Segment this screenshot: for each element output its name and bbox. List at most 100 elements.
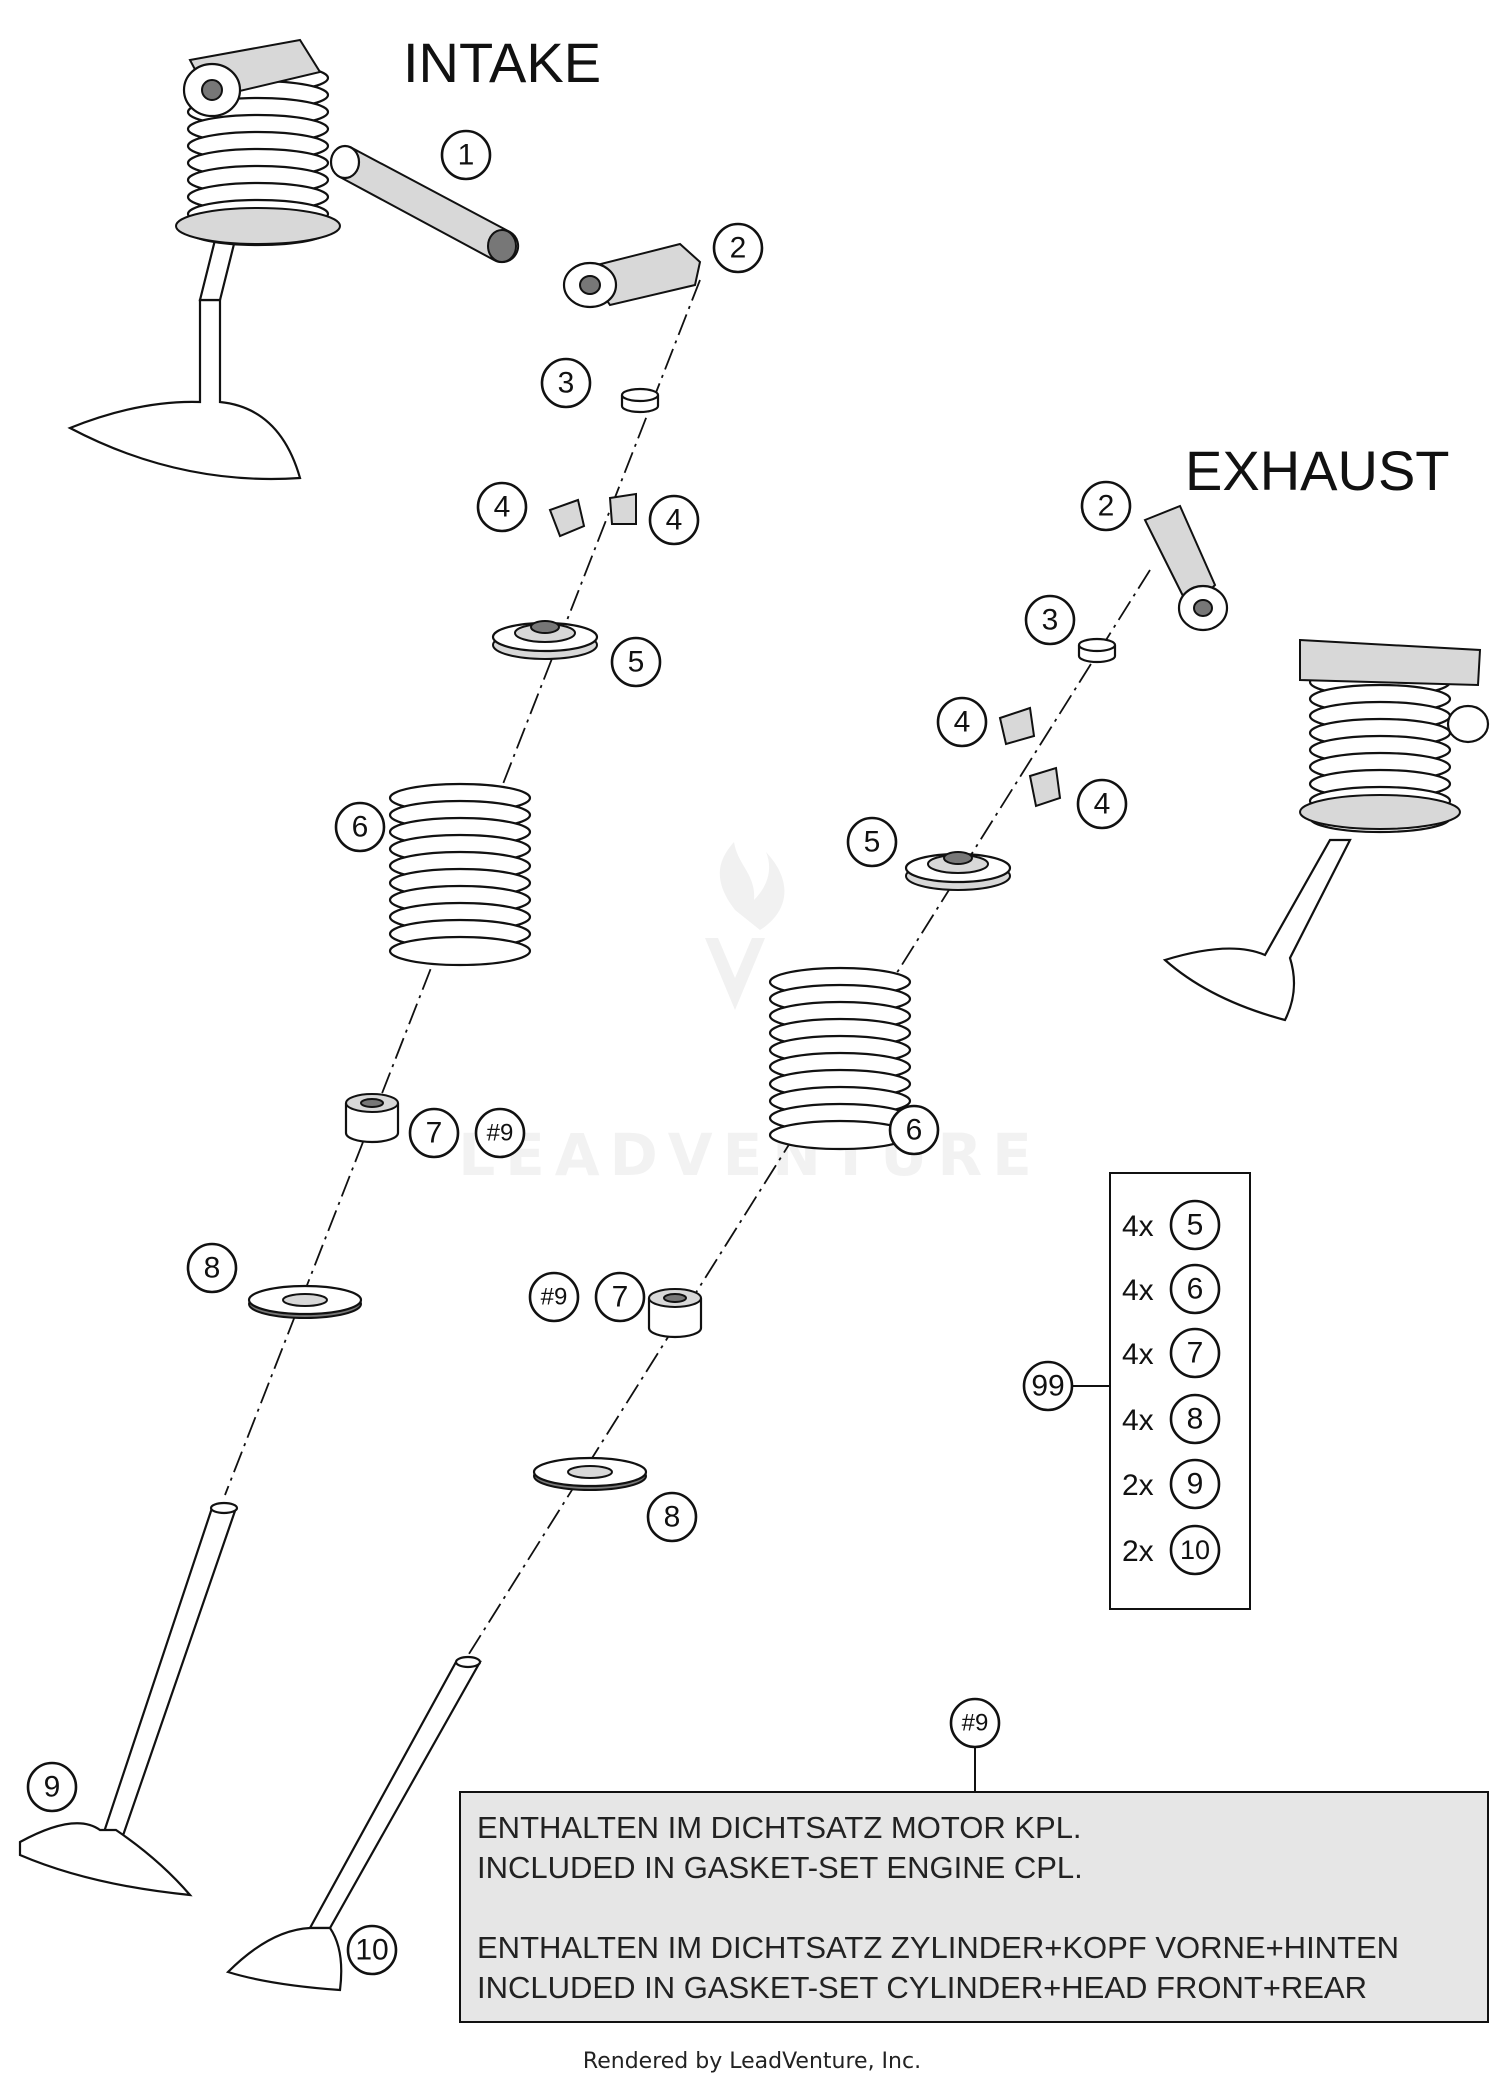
- kit-qty: 2x: [1122, 1535, 1154, 1568]
- intake-valve-spring: [388, 782, 532, 967]
- render-credit: Rendered by LeadVenture, Inc.: [583, 2049, 921, 2074]
- callout-exhaust-9-ref[interactable]: #9: [528, 1271, 580, 1323]
- intake-camshaft-axle: [329, 144, 520, 264]
- intake-cotter-right: [608, 492, 637, 525]
- callout-intake-9-ref[interactable]: #9: [474, 1107, 526, 1159]
- gasket-note-box: [459, 1791, 1489, 2023]
- kit-qty: 4x: [1122, 1404, 1154, 1437]
- exhaust-stem-seal: [647, 1287, 703, 1339]
- svg-text:5: 5: [864, 826, 881, 859]
- kit-qty: 4x: [1122, 1210, 1154, 1243]
- callout-exhaust-3[interactable]: 3: [1024, 594, 1076, 646]
- svg-text:2: 2: [1098, 490, 1115, 523]
- svg-text:4: 4: [954, 706, 971, 739]
- note-line: ENTHALTEN IM DICHTSATZ MOTOR KPL.: [477, 1810, 1082, 1845]
- kit-row: 4x 7: [1122, 1327, 1221, 1379]
- exhaust-title: EXHAUST: [1185, 439, 1450, 502]
- svg-text:4: 4: [1094, 788, 1111, 821]
- kit-part: 10: [1180, 1535, 1210, 1565]
- svg-text:#9: #9: [962, 1710, 989, 1737]
- exhaust-cotter-left: [998, 706, 1036, 746]
- svg-text:8: 8: [204, 1252, 221, 1285]
- exhaust-assembled-valve: [1162, 638, 1490, 1022]
- callout-intake-3[interactable]: 3: [540, 357, 592, 409]
- svg-text:99: 99: [1031, 1370, 1064, 1403]
- exhaust-spring-retainer: [904, 850, 1012, 892]
- kit-row: 4x 5: [1122, 1199, 1221, 1251]
- callout-note-ref[interactable]: #9: [949, 1697, 1001, 1749]
- kit-part: 7: [1187, 1337, 1204, 1370]
- intake-title: INTAKE: [403, 31, 601, 94]
- note-line: INCLUDED IN GASKET-SET ENGINE CPL.: [477, 1850, 1083, 1885]
- intake-valve: [18, 1501, 239, 1897]
- svg-text:4: 4: [494, 491, 511, 524]
- svg-text:6: 6: [352, 811, 369, 844]
- callout-intake-4b[interactable]: 4: [648, 494, 700, 546]
- svg-text:1: 1: [458, 139, 475, 172]
- kit-legend: 99 4x 5 4x 6 4x 7 4x 8 2x 9 2x 10: [1022, 1172, 1251, 1610]
- exhaust-valve-spring: [768, 966, 912, 1151]
- svg-text:4: 4: [666, 504, 683, 537]
- exhaust-rocker-arm: [1143, 504, 1229, 632]
- svg-text:2: 2: [730, 232, 747, 265]
- intake-spring-seat: [247, 1284, 363, 1320]
- exhaust-valve: [225, 1655, 482, 1992]
- note-line: INCLUDED IN GASKET-SET CYLINDER+HEAD FRO…: [477, 1970, 1367, 2005]
- callout-exhaust-4b[interactable]: 4: [1076, 778, 1128, 830]
- svg-text:10: 10: [355, 1934, 388, 1967]
- svg-text:5: 5: [628, 646, 645, 679]
- callout-kit-99[interactable]: 99: [1022, 1360, 1074, 1412]
- svg-text:8: 8: [664, 1501, 681, 1534]
- svg-text:7: 7: [612, 1281, 629, 1314]
- intake-stem-seal: [344, 1092, 400, 1144]
- kit-qty: 4x: [1122, 1338, 1154, 1371]
- callout-intake-4a[interactable]: 4: [476, 481, 528, 533]
- exhaust-cotter-right: [1028, 766, 1062, 808]
- callout-exhaust-5[interactable]: 5: [846, 816, 898, 868]
- kit-part: 9: [1187, 1468, 1204, 1501]
- svg-text:3: 3: [558, 367, 575, 400]
- kit-row: 4x 6: [1122, 1263, 1221, 1315]
- watermark: LEADVENTURE: [458, 842, 1032, 1189]
- callout-exhaust-8[interactable]: 8: [646, 1491, 698, 1543]
- callout-exhaust-6[interactable]: 6: [888, 1104, 940, 1156]
- intake-callouts: 1 2 3 4 4 5 6 7 #9 8 9: [26, 129, 764, 1813]
- callout-intake-9[interactable]: 9: [26, 1761, 78, 1813]
- svg-text:9: 9: [44, 1771, 61, 1804]
- callout-exhaust-10[interactable]: 10: [346, 1924, 398, 1976]
- callout-intake-6[interactable]: 6: [334, 801, 386, 853]
- intake-cotter-left: [548, 498, 586, 538]
- intake-assembly: [18, 38, 702, 1897]
- callout-intake-2[interactable]: 2: [712, 222, 764, 274]
- callout-intake-7[interactable]: 7: [408, 1107, 460, 1159]
- exhaust-assembly: [225, 504, 1490, 1992]
- svg-text:7: 7: [426, 1117, 443, 1150]
- exhaust-spring-seat: [532, 1456, 648, 1492]
- exhaust-callouts: 2 3 4 4 5 6 #9 7 8 10: [346, 480, 1132, 1976]
- callout-exhaust-2[interactable]: 2: [1080, 480, 1132, 532]
- callout-exhaust-7[interactable]: 7: [594, 1271, 646, 1323]
- kit-part: 5: [1187, 1209, 1204, 1242]
- kit-qty: 4x: [1122, 1274, 1154, 1307]
- intake-rocker-arm: [562, 242, 702, 309]
- kit-row: 4x 8: [1122, 1393, 1221, 1445]
- callout-intake-5[interactable]: 5: [610, 636, 662, 688]
- svg-text:#9: #9: [541, 1284, 568, 1311]
- callout-exhaust-4a[interactable]: 4: [936, 696, 988, 748]
- kit-part: 6: [1187, 1273, 1204, 1306]
- intake-assembled-valve: [67, 38, 341, 481]
- svg-text:#9: #9: [487, 1120, 514, 1147]
- callout-intake-8[interactable]: 8: [186, 1242, 238, 1294]
- exhaust-shim: [1077, 637, 1117, 664]
- intake-shim: [620, 387, 660, 414]
- kit-part: 8: [1187, 1403, 1204, 1436]
- callout-intake-1[interactable]: 1: [440, 129, 492, 181]
- svg-text:3: 3: [1042, 604, 1059, 637]
- intake-spring-retainer: [491, 619, 599, 661]
- kit-row: 2x 10: [1122, 1524, 1221, 1576]
- gasket-note: #9 ENTHALTEN IM DICHTSATZ MOTOR KPL. INC…: [459, 1697, 1489, 2023]
- note-line: ENTHALTEN IM DICHTSATZ ZYLINDER+KOPF VOR…: [477, 1930, 1399, 1965]
- kit-qty: 2x: [1122, 1469, 1154, 1502]
- kit-row: 2x 9: [1122, 1458, 1221, 1510]
